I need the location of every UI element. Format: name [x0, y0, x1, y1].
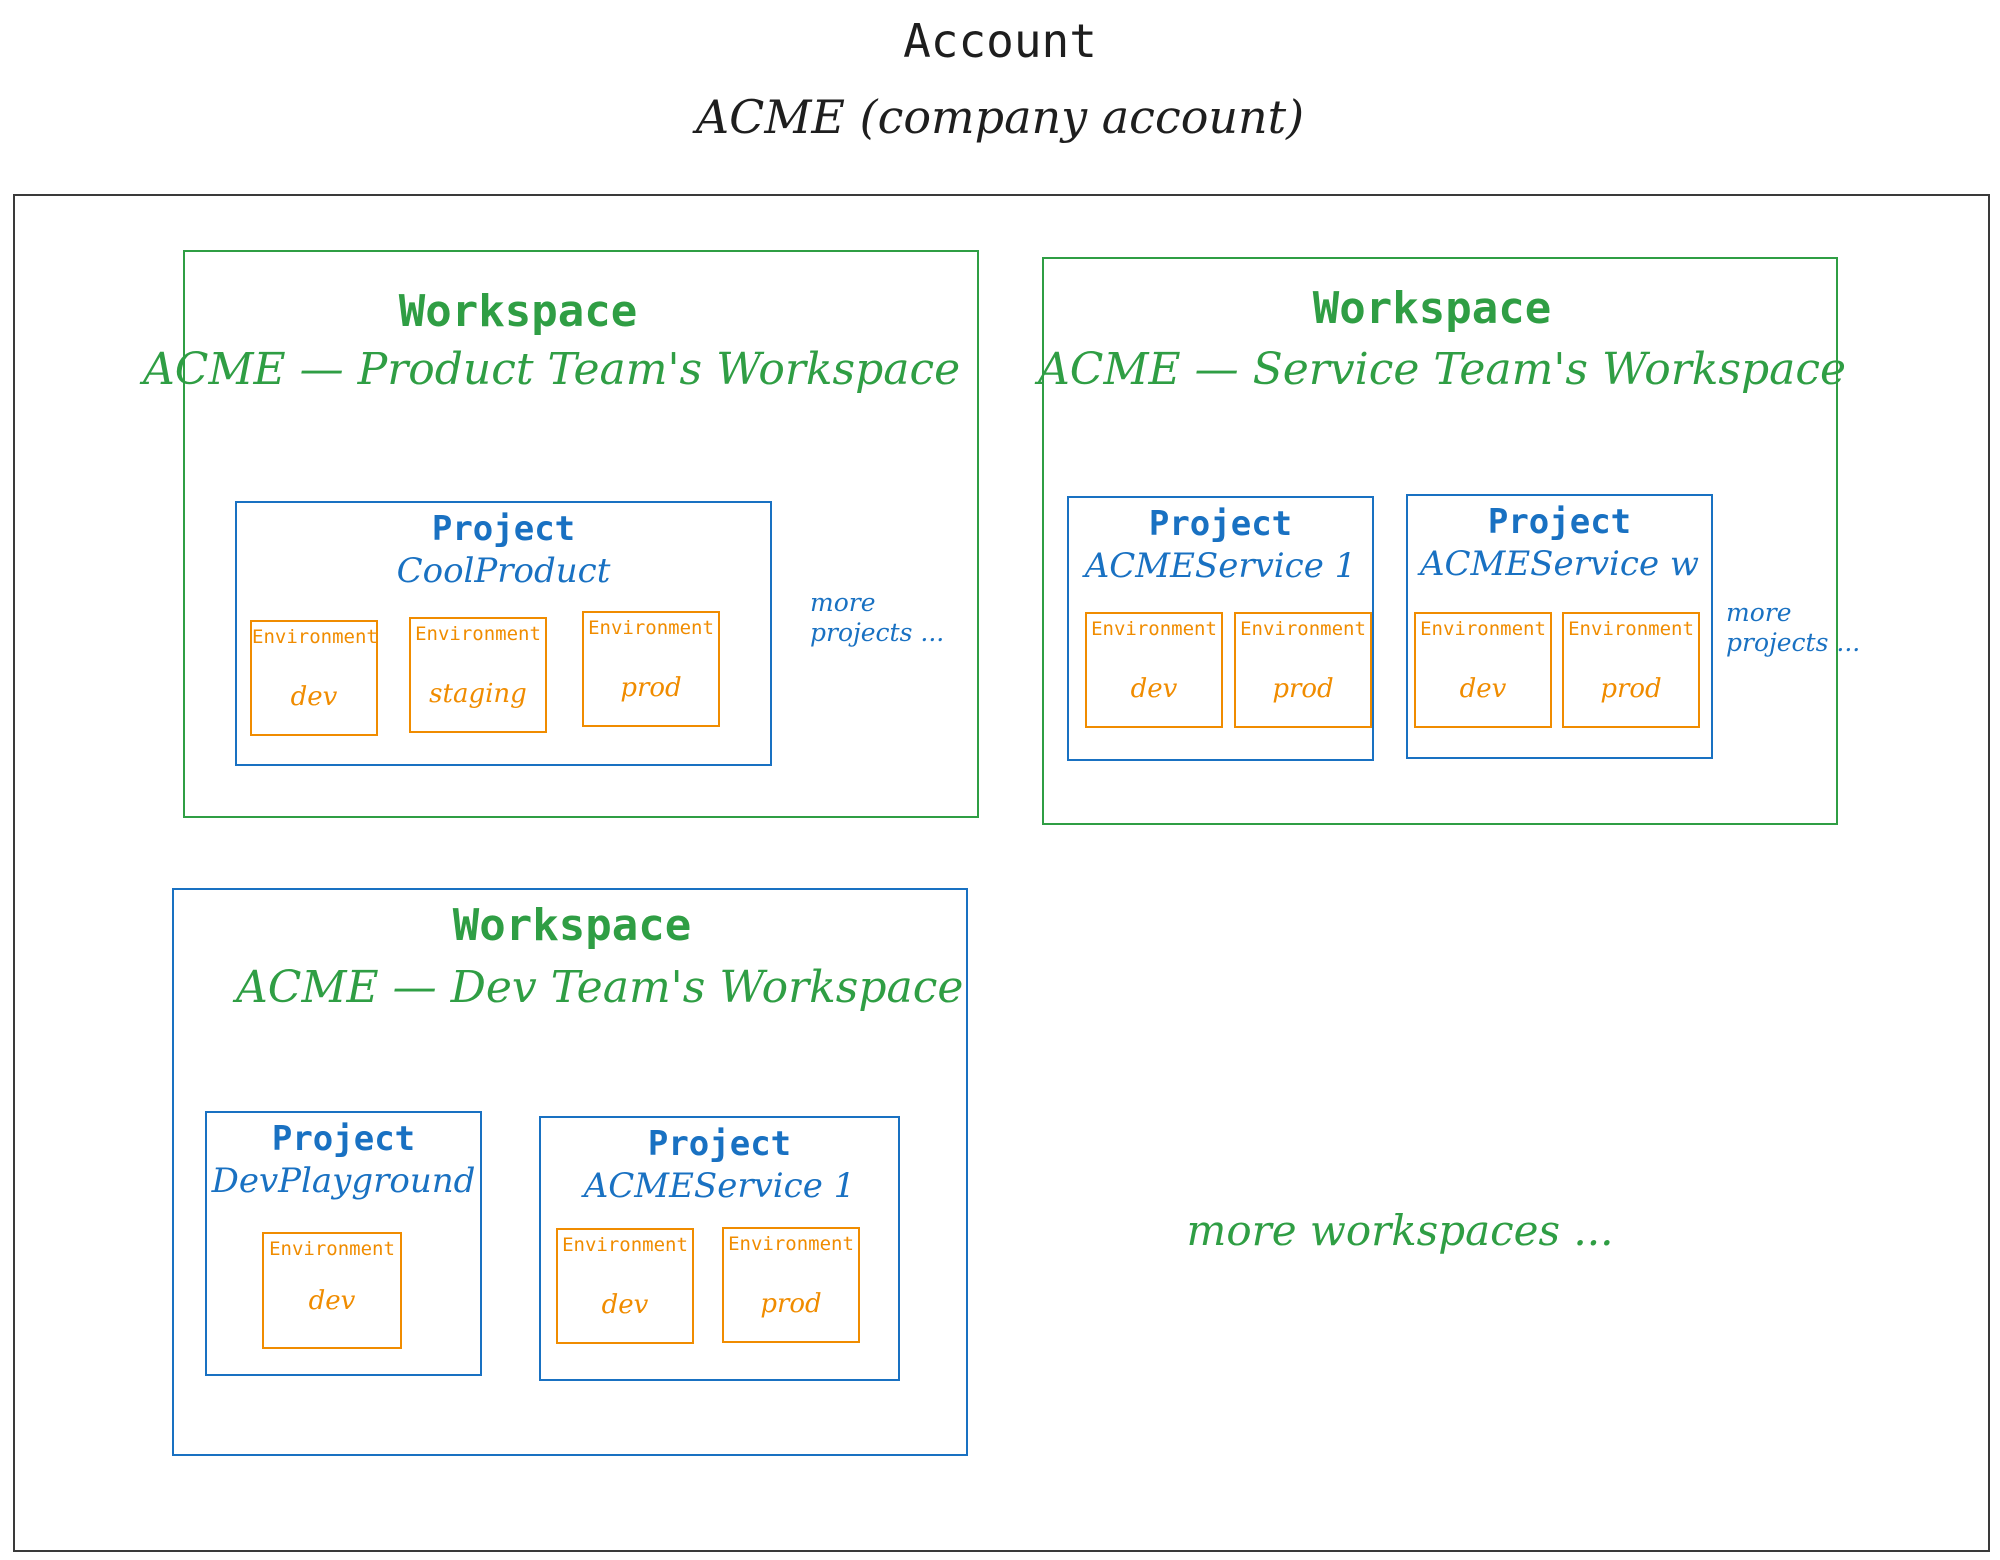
environment-heading: Environment: [269, 1238, 395, 1260]
environment-box-dev: Environment dev: [556, 1228, 694, 1344]
environment-heading: Environment: [1240, 618, 1366, 640]
environment-name: dev: [290, 682, 338, 712]
environment-name: dev: [601, 1290, 649, 1320]
environment-box-dev: Environment dev: [1085, 612, 1223, 728]
environment-heading: Environment: [252, 626, 378, 648]
environment-name: prod: [1272, 674, 1334, 704]
project-name: ACMEService 1: [1084, 546, 1357, 586]
project-heading: Project: [271, 1119, 416, 1159]
project-heading: Project: [1148, 504, 1293, 544]
more-workspaces-note: more workspaces ...: [1186, 1206, 1614, 1255]
project-name: ACMEService w: [1419, 544, 1700, 584]
environment-box-dev: Environment dev: [250, 620, 378, 736]
environment-name: prod: [760, 1289, 822, 1319]
environment-box-dev: Environment dev: [1414, 612, 1552, 728]
project-heading: Project: [647, 1124, 792, 1164]
workspace-heading: Workspace: [452, 900, 692, 951]
environment-box-prod: Environment prod: [1234, 612, 1372, 728]
project-box-coolproduct: Project CoolProduct: [235, 501, 772, 766]
environment-box-prod: Environment prod: [582, 611, 720, 727]
project-heading: Project: [431, 509, 576, 549]
environment-box-prod: Environment prod: [722, 1227, 860, 1343]
project-box-acmeservice-w: Project ACMEService w: [1406, 494, 1713, 759]
environment-name: dev: [1459, 674, 1507, 704]
environment-heading: Environment: [728, 1233, 854, 1255]
environment-name: staging: [429, 679, 527, 709]
environment-heading: Environment: [1091, 618, 1217, 640]
project-box-devplayground: Project DevPlayground: [205, 1111, 482, 1376]
account-heading: Account: [903, 14, 1097, 68]
environment-heading: Environment: [415, 623, 541, 645]
environment-name: prod: [1600, 674, 1662, 704]
project-box-acmeservice-1: Project ACMEService 1: [539, 1116, 900, 1381]
account-name: ACME (company account): [695, 90, 1305, 144]
project-name: ACMEService 1: [583, 1166, 856, 1206]
more-projects-note: more projects ...: [810, 588, 945, 647]
workspace-heading: Workspace: [398, 286, 638, 337]
project-name: DevPlayground: [211, 1161, 476, 1201]
environment-name: prod: [620, 673, 682, 703]
workspace-box-dev-team: [172, 888, 968, 1456]
project-name: CoolProduct: [396, 551, 611, 591]
account-box: [13, 194, 1990, 1552]
workspace-box-service-team: [1042, 257, 1838, 825]
environment-heading: Environment: [588, 617, 714, 639]
environment-name: dev: [1130, 674, 1178, 704]
project-heading: Project: [1487, 502, 1632, 542]
environment-box-dev: Environment dev: [262, 1232, 402, 1349]
environment-heading: Environment: [1568, 618, 1694, 640]
environment-heading: Environment: [1420, 618, 1546, 640]
environment-heading: Environment: [562, 1234, 688, 1256]
project-box-acmeservice-1: Project ACMEService 1: [1067, 496, 1374, 761]
workspace-name: ACME — Dev Team's Workspace: [236, 962, 964, 1013]
workspace-name: ACME — Product Team's Workspace: [143, 344, 961, 395]
environment-box-staging: Environment staging: [409, 617, 547, 733]
environment-box-prod: Environment prod: [1562, 612, 1700, 728]
workspace-box-product-team: [183, 250, 979, 818]
more-projects-note: more projects ...: [1726, 598, 1861, 657]
workspace-name: ACME — Service Team's Workspace: [1038, 344, 1847, 395]
environment-name: dev: [308, 1286, 356, 1316]
workspace-heading: Workspace: [1312, 283, 1552, 334]
